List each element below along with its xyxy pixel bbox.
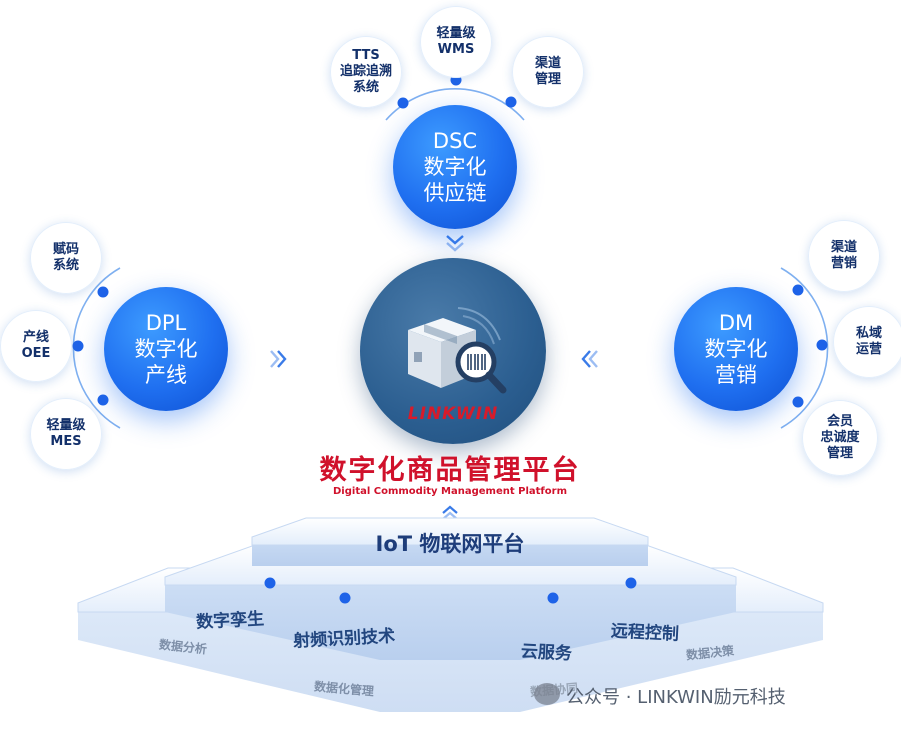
iot-platform-label: IoT 物联网平台 (375, 532, 525, 556)
satellite-private-domain: 私域 运营 (833, 306, 901, 378)
platform-title-en: Digital Commodity Management Platform (333, 486, 567, 497)
package-scan-icon (408, 307, 507, 394)
platform-title-cn: 数字化商品管理平台 (319, 455, 581, 486)
tier-label-rfid: 射频识别技术 (292, 626, 396, 652)
satellite-line-oee: 产线 OEE (0, 310, 72, 382)
watermark-text: 公众号 · LINKWIN励元科技 (566, 687, 786, 708)
arrow-left-icon (581, 350, 598, 368)
hub-dsc: DSC 数字化 供应链 (393, 105, 517, 229)
satellite-channel-marketing: 渠道 营销 (808, 220, 880, 292)
platform-top-tier (251, 517, 649, 566)
linkwin-logo: LINKWIN (407, 404, 499, 424)
arrow-down-icon (446, 235, 464, 252)
satellite-coding-system: 赋码 系统 (30, 222, 102, 294)
satellite-member-loyalty: 会员 忠诚度 管理 (802, 400, 878, 476)
tier-label-digital-twin: 数字孪生 (195, 609, 265, 633)
arrow-up-icon (442, 505, 458, 520)
satellite-channel-management: 渠道 管理 (512, 36, 584, 108)
tier-label-cloud-service: 云服务 (520, 641, 573, 665)
platform-dots (264, 577, 637, 604)
arrow-right-icon (270, 350, 287, 368)
hub-dpl: DPL 数字化 产线 (104, 287, 228, 411)
satellite-light-wms: 轻量级 WMS (420, 6, 492, 78)
dm-orbit-arc (780, 267, 829, 429)
satellite-light-mes: 轻量级 MES (30, 398, 102, 470)
wechat-icon (534, 683, 560, 705)
hub-dm: DM 数字化 营销 (674, 287, 798, 411)
satellite-tts-trace: TTS 追踪追溯 系统 (330, 36, 402, 108)
tier-label-remote-control: 远程控制 (610, 621, 680, 645)
